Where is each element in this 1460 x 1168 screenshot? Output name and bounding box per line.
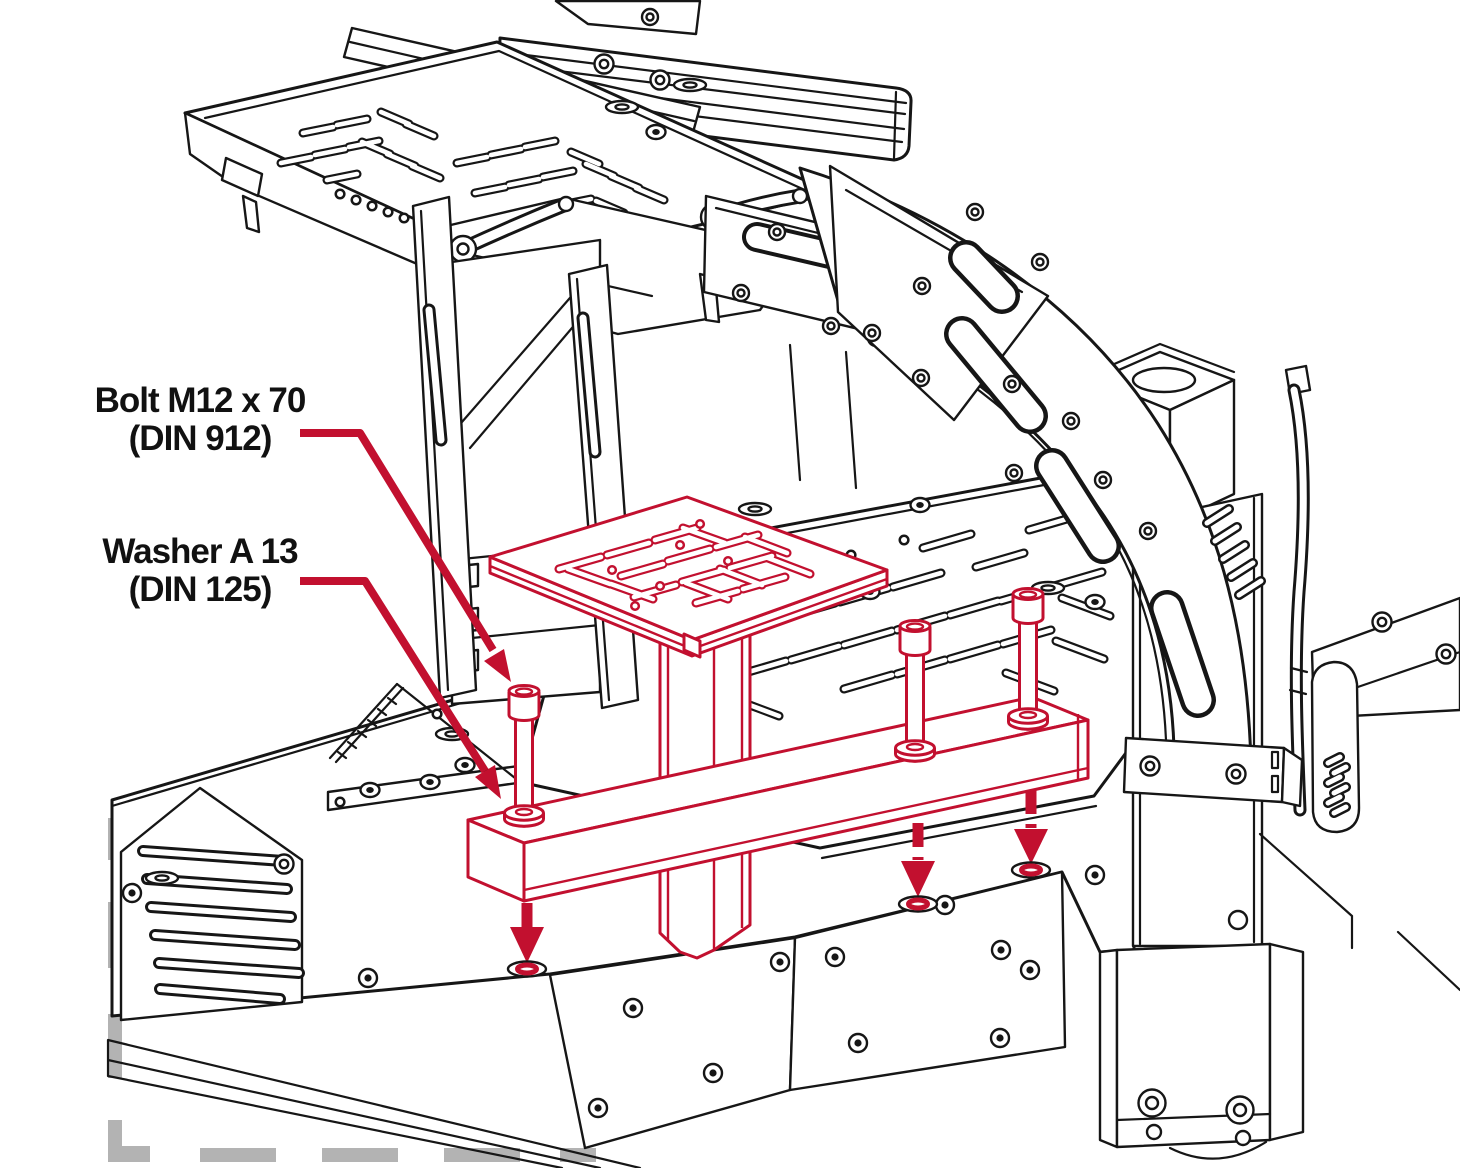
side-pod	[1310, 660, 1361, 834]
bolt-leader-arrowhead	[484, 649, 511, 682]
arch-frame	[798, 164, 1253, 766]
washer-leader-arrowhead	[475, 765, 501, 799]
insertion-arrows	[508, 790, 1050, 977]
callout-washer: Washer A 13 (DIN 125)	[60, 533, 340, 609]
insertion-arrow-middle	[901, 861, 935, 897]
callout-washer-line2: (DIN 125)	[128, 570, 273, 609]
insertion-arrow-rear	[1014, 829, 1048, 864]
target-hole-middle	[899, 897, 937, 912]
column-details-front	[1122, 364, 1361, 950]
callout-bolt: Bolt M12 x 70 (DIN 912)	[60, 382, 340, 458]
highlight-seat-bracket	[466, 495, 1090, 960]
support-struts	[411, 195, 640, 710]
callout-bolt-line2: (DIN 912)	[128, 419, 273, 458]
target-hole-left	[508, 962, 546, 977]
callout-bolt-line1: Bolt M12 x 70	[94, 381, 307, 420]
target-hole-rear	[1012, 863, 1050, 878]
callout-washer-line1: Washer A 13	[102, 532, 298, 571]
bracket-top-plate	[488, 495, 889, 642]
callout-leaders	[300, 429, 511, 799]
insertion-arrow-left	[510, 927, 544, 963]
